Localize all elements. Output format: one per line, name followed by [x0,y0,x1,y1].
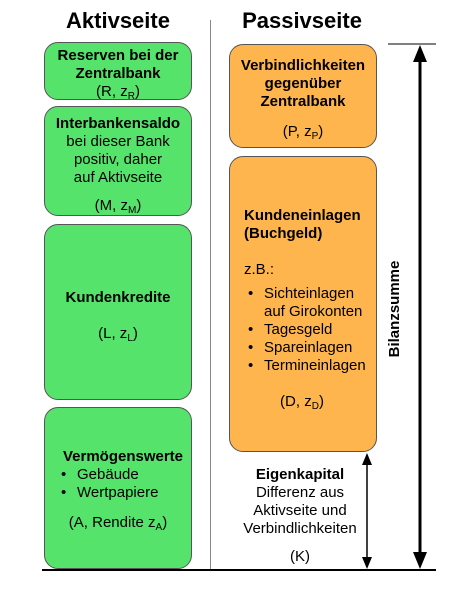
eigenkapital-symbol: (K) [290,548,310,565]
vermoegenswerte-symbol: (A, Rendite zA) [68,514,168,533]
list-item: Spareinlagen [244,339,370,357]
reserven-symbol: (R, zR) [96,83,140,102]
bilanzsumme-label: Bilanzsumme [386,259,404,359]
bilanzsumme-arrow-down-icon [413,552,427,569]
kundeneinlagen-label-1: Kundeneinlagen [244,207,361,224]
interbank-desc-3: auf Aktivseite [73,169,163,186]
aktivseite-title: Aktivseite [66,8,170,33]
kundenkredite-symbol: (L, zL) [98,325,138,344]
verbindlichkeiten-box: Verbindlichkeiten gegenüber Zentralbank … [229,44,377,148]
interbank-label: Interbankensaldo [55,115,181,132]
eigenkapital-desc-1: Differenz aus [255,484,345,501]
verbindlichkeiten-label-2: gegenüber [264,75,342,92]
center-divider [210,20,211,570]
verbindlichkeiten-label-3: Zentralbank [260,93,346,110]
kundeneinlagen-symbol: (D, zD) [280,393,324,412]
kundenkredite-box: Kundenkredite (L, zL) [44,224,192,400]
eigenkapital-arrow-up-icon [362,453,372,465]
list-item: Tagesgeld [244,321,370,339]
reserven-box: Reserven bei der Zentralbank (R, zR) [44,42,192,102]
vermoegenswerte-label: Vermögenswerte [62,448,184,465]
interbank-desc-2: positiv, daher [73,151,163,168]
kundeneinlagen-box: Kundeneinlagen (Buchgeld) z.B.: Sichtein… [229,156,377,452]
list-item: Termineinlagen [244,357,370,375]
bilanzsumme-arrow-up-icon [413,45,427,62]
list-item: Gebäude [57,466,191,484]
interbank-desc-1: bei dieser Bank [66,133,170,150]
kundeneinlagen-example: z.B.: [244,261,275,278]
list-item: Sichteinlagen auf Girokonten [244,285,370,321]
eigenkapital-desc-2: Aktivseite und [253,502,347,519]
kundeneinlagen-label-2: (Buchgeld) [244,225,323,242]
list-item: Wertpapiere [57,484,191,502]
interbank-symbol: (M, zM) [94,197,142,216]
vermoegenswerte-list: Gebäude Wertpapiere [57,466,191,502]
vermoegenswerte-box: Vermögenswerte Gebäude Wertpapiere (A, R… [44,407,192,569]
eigenkapital-label: Eigenkapital [255,466,345,483]
eigenkapital-arrow-down-icon [362,557,372,569]
passivseite-title: Passivseite [242,8,362,33]
eigenkapital-block: Eigenkapital Differenz aus Aktivseite un… [225,466,375,566]
reserven-label-2: Zentralbank [75,65,161,82]
verbindlichkeiten-symbol: (P, zP) [282,123,324,142]
reserven-label-1: Reserven bei der [57,47,179,64]
kundeneinlagen-list: Sichteinlagen auf Girokonten Tagesgeld S… [244,285,370,375]
kundenkredite-label: Kundenkredite [65,289,171,306]
interbank-box: Interbankensaldo bei dieser Bank positiv… [44,106,192,216]
eigenkapital-desc-3: Verbindlichkeiten [243,520,357,537]
verbindlichkeiten-label-1: Verbindlichkeiten [240,57,366,74]
